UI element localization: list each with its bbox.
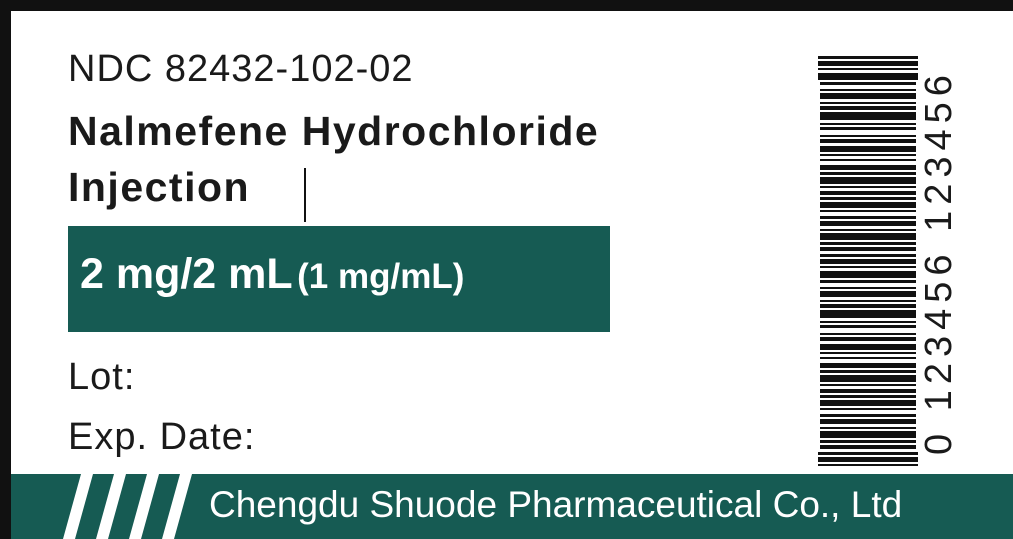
barcode-bar — [818, 73, 918, 80]
barcode-bar — [818, 61, 918, 66]
barcode-bar — [818, 68, 918, 70]
barcode-bar — [820, 363, 916, 368]
barcode-bar — [820, 300, 916, 302]
barcode-bar — [820, 280, 916, 283]
strength-banner: 2 mg/2 mL (1 mg/mL) — [68, 226, 610, 332]
exp-date-label: Exp. Date: — [68, 416, 256, 458]
barcode-bar — [818, 56, 918, 59]
barcode-bar — [820, 210, 916, 212]
ndc-code: NDC 82432-102-02 — [68, 48, 414, 90]
barcode-bar — [820, 186, 916, 188]
label-border-left — [0, 0, 11, 539]
barcode-bar — [818, 464, 918, 466]
barcode-bar — [820, 325, 916, 328]
label-border-top — [0, 0, 1013, 11]
barcode-bar — [820, 172, 916, 175]
barcode-bar — [820, 321, 916, 323]
stripes-logo-icon — [63, 474, 192, 539]
barcode-bar — [820, 177, 916, 184]
barcode-bar — [820, 395, 916, 398]
barcode-bar — [820, 82, 916, 85]
barcode-bar — [820, 287, 916, 289]
barcode-bar — [820, 357, 916, 359]
barcode-bar — [820, 106, 916, 110]
barcode-bar — [818, 452, 918, 455]
barcode-bar — [820, 384, 916, 386]
barcode-bar — [820, 154, 916, 156]
barcode-bar — [820, 352, 916, 354]
barcode-bar — [820, 146, 916, 152]
barcode-bar — [820, 254, 916, 257]
barcode-bar — [820, 191, 916, 195]
barcode-bar — [820, 139, 916, 143]
barcode-bar — [820, 408, 916, 410]
barcode-bar — [820, 247, 916, 251]
barcode-bar — [820, 445, 916, 449]
barcode-bar — [820, 389, 916, 393]
barcode-bar — [820, 123, 916, 125]
barcode-bar — [820, 216, 916, 219]
company-name: Chengdu Shuode Pharmaceutical Co., Ltd — [209, 484, 903, 525]
barcode-bar — [820, 242, 916, 245]
lot-label: Lot: — [68, 356, 136, 398]
barcode-bar — [820, 304, 916, 308]
barcode-bar — [818, 457, 918, 462]
barcode-bar — [820, 202, 916, 208]
barcode-bar — [820, 233, 916, 240]
barcode-bar — [820, 135, 916, 137]
barcode-bar — [820, 221, 916, 226]
barcode-bar — [820, 431, 916, 438]
barcode-bar — [820, 310, 916, 318]
barcode-bar — [820, 370, 916, 373]
barcode-bar — [820, 159, 916, 161]
barcode-bar — [820, 197, 916, 200]
text-cursor — [304, 168, 306, 222]
barcode-bar — [820, 337, 916, 341]
barcode-bar — [820, 229, 916, 231]
barcode-bar — [820, 440, 916, 443]
barcode-bar — [820, 266, 916, 268]
strength-text: 2 mg/2 mL (1 mg/mL) — [80, 250, 464, 299]
strength-main: 2 mg/2 mL — [80, 250, 293, 298]
product-name-line1: Nalmefene Hydrochloride — [68, 108, 600, 154]
barcode-bar — [820, 127, 916, 130]
barcode-bar — [820, 89, 916, 91]
barcode-bar — [820, 102, 916, 104]
barcode-bar — [820, 93, 916, 99]
manufacturer-footer: Chengdu Shuode Pharmaceutical Co., Ltd — [11, 474, 1013, 539]
product-name-line2: Injection — [68, 164, 251, 210]
barcode-bar — [820, 165, 916, 170]
barcode-bar — [820, 375, 916, 382]
barcode-bar — [820, 333, 916, 335]
barcode-bar — [820, 344, 916, 350]
barcode-icon — [818, 56, 918, 466]
barcode-number: 0 123456 123456 — [914, 56, 964, 468]
barcode-bar — [820, 427, 916, 429]
barcode-bar — [820, 291, 916, 297]
barcode-bar — [820, 271, 916, 278]
barcode-bar — [820, 414, 916, 417]
barcode-bar — [820, 419, 916, 424]
barcode-bar — [820, 259, 916, 264]
strength-concentration: (1 mg/mL) — [297, 257, 465, 296]
barcode-number-text: 0 123456 123456 — [918, 69, 960, 455]
barcode-bar — [820, 400, 916, 406]
barcode-bar — [820, 112, 916, 120]
